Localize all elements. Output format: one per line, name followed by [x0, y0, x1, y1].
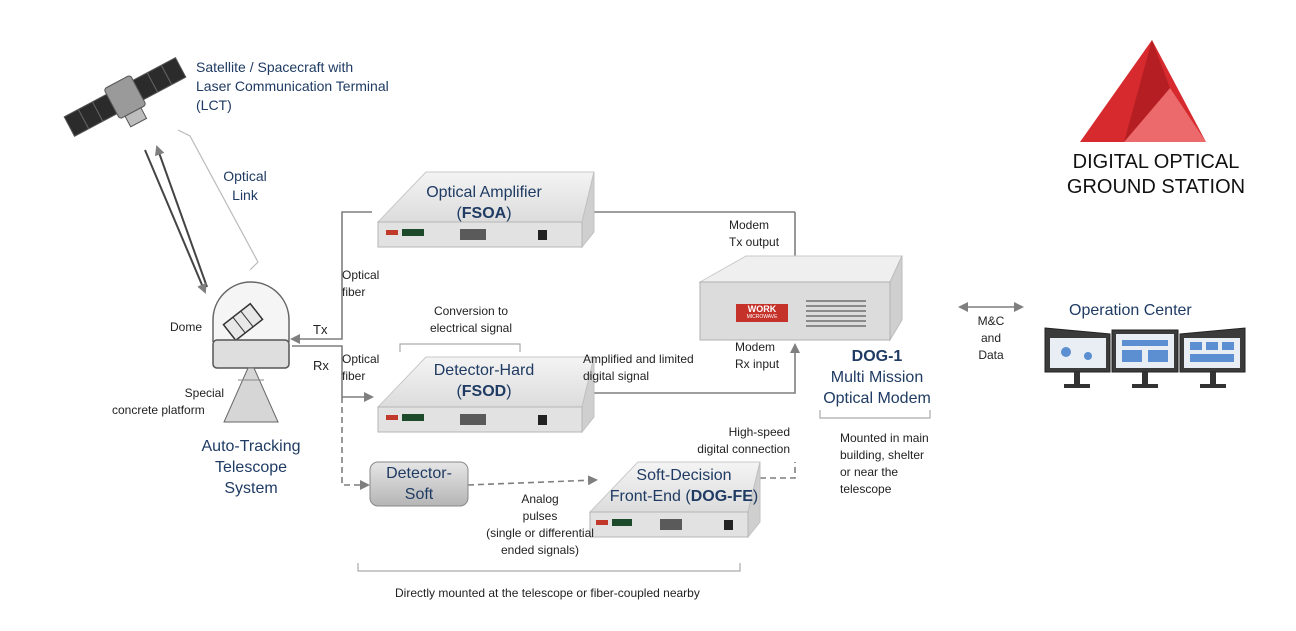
mounted-line: telescope	[840, 482, 892, 496]
detector-soft-line: Detector-	[386, 465, 452, 482]
mounted-line: building, shelter	[840, 448, 925, 462]
operation-center-monitors	[1044, 327, 1246, 388]
platform-label-2: concrete platform	[112, 402, 242, 419]
detector-soft-box	[369, 461, 469, 507]
analog-line: (single or differential	[486, 526, 594, 540]
footer-label: Directly mounted at the telescope or fib…	[395, 586, 700, 600]
modem-brand-main: WORK	[747, 304, 777, 314]
amplifier-name: Optical Amplifier	[426, 184, 542, 201]
mounted-label: Mounted in main building, shelter or nea…	[840, 430, 929, 498]
modem-brand-logo: WORK MICROWAVE	[736, 304, 788, 322]
amplifier-rack	[376, 171, 595, 249]
brand-line: DIGITAL OPTICAL	[1072, 151, 1240, 173]
amplified-signal-label: Amplified and limited digital signal	[583, 351, 694, 385]
dog-fe-code: DOG-FE	[690, 488, 753, 505]
platform-label: Special	[150, 385, 224, 402]
brackets	[357, 343, 931, 572]
telescope-icon	[212, 281, 290, 423]
dog1-code: DOG-1	[851, 348, 903, 365]
satellite-label-line: Satellite / Spacecraft with	[196, 59, 354, 75]
brand-line: GROUND STATION	[1066, 176, 1246, 198]
dome-label: Dome	[170, 320, 203, 334]
analog-line: Analog	[521, 492, 559, 506]
modem-tx-line: Modem	[729, 218, 770, 232]
optical-fiber-line: Optical	[342, 352, 380, 366]
amplifier-code: FSOA	[461, 205, 507, 222]
dog-fe-line: Front-End (	[609, 488, 691, 505]
dog1-line: Multi Mission	[830, 369, 924, 386]
high-speed-line: High-speed	[728, 425, 790, 439]
optical-link-line: Link	[232, 187, 258, 203]
operation-center-label: Operation Center	[1069, 302, 1192, 319]
platform-label-line: Special	[184, 386, 224, 400]
detector-soft-label: Detector- Soft	[370, 463, 468, 505]
amplified-line: Amplified and limited	[583, 352, 694, 366]
satellite-label-line: (LCT)	[196, 97, 232, 113]
optical-link-label: Optical Link	[205, 167, 285, 205]
modem-rx-label: Modem Rx input	[735, 339, 779, 373]
satellite-label: Satellite / Spacecraft with Laser Commun…	[196, 58, 436, 115]
detector-soft-line: Soft	[404, 486, 434, 503]
analog-line: ended signals)	[500, 543, 580, 557]
telescope-system-line: Auto-Tracking	[201, 438, 301, 455]
optical-link-line: Optical	[223, 168, 267, 184]
connection-lines	[290, 207, 1024, 490]
telescope-system-label: Auto-Tracking Telescope System	[191, 436, 311, 499]
modem-tx-label: Modem Tx output	[729, 217, 779, 251]
optical-fiber-line: fiber	[342, 285, 366, 299]
dog-fe-line: Soft-Decision	[636, 467, 732, 484]
optical-fiber-top-label: Optical fiber	[342, 267, 379, 301]
dog-fe-close: )	[752, 488, 759, 505]
conversion-line: electrical signal	[429, 321, 513, 335]
telescope-system-line: Telescope	[214, 459, 288, 476]
dog-fe-label: Soft-Decision Front-End (DOG-FE)	[594, 465, 774, 507]
mc-line: M&C	[977, 314, 1005, 328]
detector-hard-rack	[376, 356, 595, 434]
dog-fe-rack	[588, 461, 761, 539]
rx-label: Rx	[313, 358, 329, 373]
modem-tx-line: Tx output	[729, 235, 780, 249]
mounted-line: Mounted in main	[840, 431, 929, 445]
optical-link-bracket	[177, 129, 259, 271]
modem-rx-line: Rx input	[735, 357, 780, 371]
high-speed-label: High-speed digital connection	[670, 424, 790, 458]
modem-rx-line: Modem	[735, 340, 776, 354]
dog1-label: DOG-1 Multi Mission Optical Modem	[802, 346, 952, 409]
amplifier-label: Optical Amplifier (FSOA)	[404, 182, 564, 224]
detector-hard-code: FSOD	[461, 383, 507, 400]
satellite-label-line: Laser Communication Terminal	[196, 78, 389, 94]
amplified-line: digital signal	[583, 369, 650, 383]
conversion-label: Conversion to electrical signal	[406, 303, 536, 337]
telescope-system-line: System	[224, 480, 278, 497]
conversion-line: Conversion to	[433, 304, 509, 318]
satellite-icon	[63, 57, 187, 137]
optical-fiber-bottom-label: Optical fiber	[342, 351, 379, 385]
high-speed-line: digital connection	[697, 442, 790, 456]
dogs-logo-icon	[1080, 40, 1206, 142]
mounted-line: or near the	[840, 465, 899, 479]
detector-hard-label: Detector-Hard (FSOD)	[404, 360, 564, 402]
mc-line: Data	[978, 348, 1004, 362]
dog1-line: Optical Modem	[823, 390, 931, 407]
mc-line: and	[980, 331, 1002, 345]
optical-fiber-line: fiber	[342, 369, 366, 383]
optical-link-arrows	[144, 145, 208, 294]
dog1-modem	[698, 255, 903, 342]
detector-hard-name: Detector-Hard	[433, 362, 535, 379]
analog-pulses-label: Analog pulses (single or differential en…	[470, 491, 610, 559]
mc-label: M&C and Data	[966, 313, 1016, 364]
modem-brand-sub: MICROWAVE	[746, 314, 778, 320]
brand-text: DIGITAL OPTICAL GROUND STATION	[1040, 150, 1272, 200]
analog-line: pulses	[522, 509, 558, 523]
platform-label-line: concrete platform	[112, 403, 205, 417]
optical-fiber-line: Optical	[342, 268, 380, 282]
tx-label: Tx	[313, 322, 328, 337]
